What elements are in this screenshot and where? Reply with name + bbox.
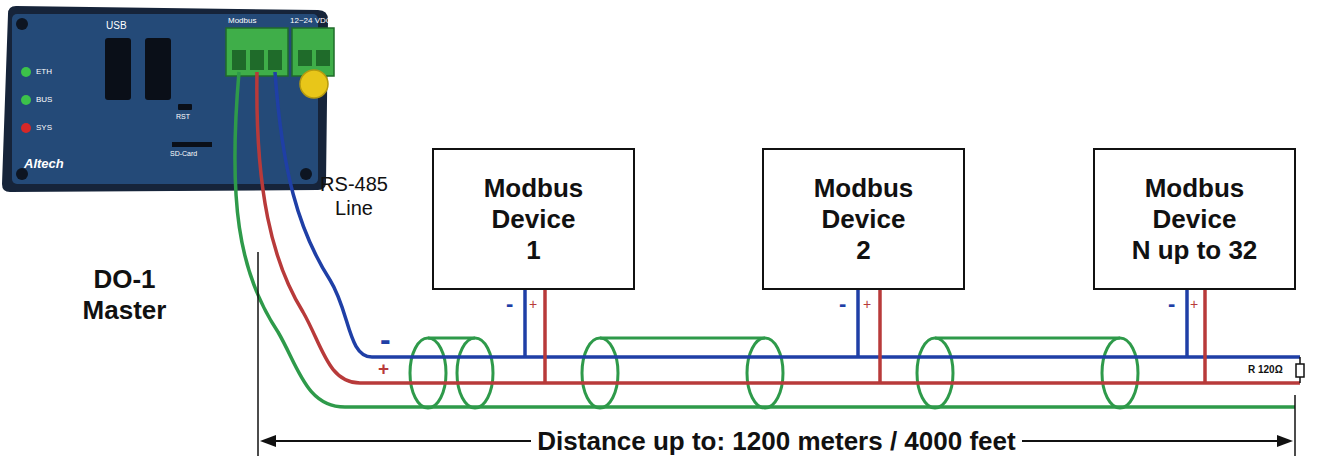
drawing-part: [21, 67, 31, 77]
drawing-part: [1299, 357, 1301, 364]
drawing-part: [1277, 435, 1293, 447]
power-label: 12~24 VDC: [290, 16, 350, 26]
polarity-sign: -: [506, 292, 520, 316]
drawing-part: [275, 72, 1300, 357]
drawing-part: [523, 289, 527, 357]
polarity-sign: +: [529, 296, 543, 312]
polarity-sign: -: [380, 322, 402, 356]
drawing-part: [2, 6, 328, 192]
drawing-part: [260, 435, 276, 447]
polarity-sign: +: [378, 358, 398, 379]
polarity-sign: +: [1190, 296, 1204, 312]
drawing-part: [935, 337, 1120, 340]
drawing-part: [178, 104, 192, 110]
drawing-part: [428, 337, 475, 340]
drawing-part: [878, 289, 882, 383]
led-label: ETH: [36, 67, 76, 77]
rs485-wires: [235, 72, 1300, 407]
polarity-sign: -: [839, 292, 853, 316]
gateway-device: [2, 6, 334, 192]
drawing-part: [21, 95, 31, 105]
master-label: DO-1 Master: [62, 264, 187, 326]
drawing-part: [1185, 289, 1189, 357]
device-box: Modbus Device 1: [432, 148, 635, 290]
drawing-part: [856, 289, 860, 357]
drawing-part: [1102, 338, 1138, 408]
drawing-part: [298, 50, 312, 66]
device-box: Modbus Device N up to 32: [1093, 148, 1296, 290]
drawing-part: [12, 14, 318, 184]
button-label: RST: [176, 113, 206, 121]
drawing-part: [410, 338, 446, 408]
drawing-part: [172, 142, 212, 147]
drawing-part: [300, 70, 328, 98]
polarity-sign: -: [1168, 292, 1182, 316]
drawing-part: [232, 50, 246, 70]
drawing-part: [747, 338, 783, 408]
resistor-label: R 120Ω: [1248, 363, 1294, 377]
port-label: USB: [106, 20, 176, 32]
drawing-part: [917, 338, 953, 408]
drawing-part: [21, 123, 31, 133]
drawing-part: [1299, 377, 1301, 383]
drawing-part: [1294, 395, 1296, 456]
led-label: SYS: [36, 123, 76, 133]
drawing-part: [1296, 364, 1304, 377]
drawing-part: [300, 168, 312, 180]
bus-label: RS-485 Line: [315, 172, 393, 220]
drawing-part: [292, 28, 334, 76]
device-box: Modbus Device 2: [762, 148, 965, 290]
cable-shield: [410, 338, 1138, 408]
resistor-symbol: [1296, 357, 1304, 383]
drawing-part: [105, 38, 131, 100]
brand-logo: Altech: [24, 156, 94, 172]
device-name: Modbus Device 1: [484, 173, 584, 266]
drawing-part: [257, 252, 259, 456]
drawing-part: [268, 50, 282, 70]
distance-label: Distance up to: 1200 meters / 4000 feet: [531, 426, 1021, 456]
drawing-part: [582, 338, 618, 408]
polarity-sign: +: [863, 296, 877, 312]
port-label: Modbus: [228, 16, 288, 26]
drawing-part: [145, 38, 171, 100]
distance-holder: Distance up to: 1200 meters / 4000 feet: [258, 426, 1295, 456]
drawing-part: [250, 50, 264, 70]
slot-label: SD-Card: [170, 150, 220, 158]
drawing-part: [257, 72, 1300, 383]
device-name: Modbus Device 2: [814, 173, 914, 266]
drawing-part: [457, 338, 493, 408]
drawing-part: [16, 18, 28, 30]
drawing-part: [1203, 289, 1207, 383]
drawing-part: [543, 289, 547, 383]
drawing-part: [316, 50, 330, 66]
led-label: BUS: [36, 95, 76, 105]
device-name: Modbus Device N up to 32: [1132, 173, 1258, 266]
drawing-part: [226, 28, 288, 76]
drawing-part: [600, 337, 765, 340]
